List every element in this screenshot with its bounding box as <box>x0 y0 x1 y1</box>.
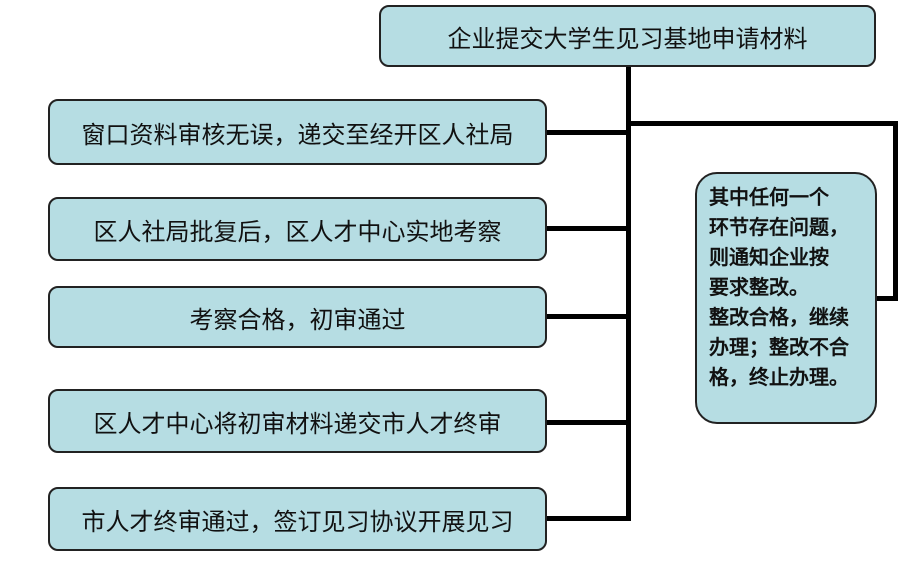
note-line-6: 办理；整改不合 <box>709 335 849 359</box>
step-box-4: 区人才中心将初审材料递交市人才终审 <box>48 389 547 453</box>
rectification-note-box: 其中任何一个 环节存在问题， 则通知企业按 要求整改。 整改合格，继续 办理；整… <box>695 172 877 424</box>
top-application-box: 企业提交大学生见习基地申请材料 <box>379 5 876 67</box>
connector-step-1 <box>545 130 629 135</box>
connector-step-3 <box>545 314 629 319</box>
branch-to-note-vertical <box>893 121 898 301</box>
branch-to-note-stub <box>874 296 898 301</box>
connector-step-5 <box>545 516 629 521</box>
step-box-2: 区人社局批复后，区人才中心实地考察 <box>48 197 547 261</box>
note-line-5: 整改合格，继续 <box>709 305 849 329</box>
step-box-1: 窗口资料审核无误，递交至经开区人社局 <box>48 99 547 165</box>
connector-step-4 <box>545 420 629 425</box>
note-line-4: 要求整改。 <box>709 275 809 299</box>
step-box-3: 考察合格，初审通过 <box>48 286 547 348</box>
note-line-7: 格，终止办理。 <box>709 365 849 389</box>
main-trunk-line <box>626 66 631 521</box>
note-line-1: 其中任何一个 <box>709 185 829 209</box>
step-box-5: 市人才终审通过，签订见习协议开展见习 <box>48 487 547 551</box>
connector-step-2 <box>545 226 629 231</box>
note-line-2: 环节存在问题， <box>709 215 849 239</box>
branch-to-note-horizontal <box>629 121 898 126</box>
note-line-3: 则通知企业按 <box>709 245 829 269</box>
